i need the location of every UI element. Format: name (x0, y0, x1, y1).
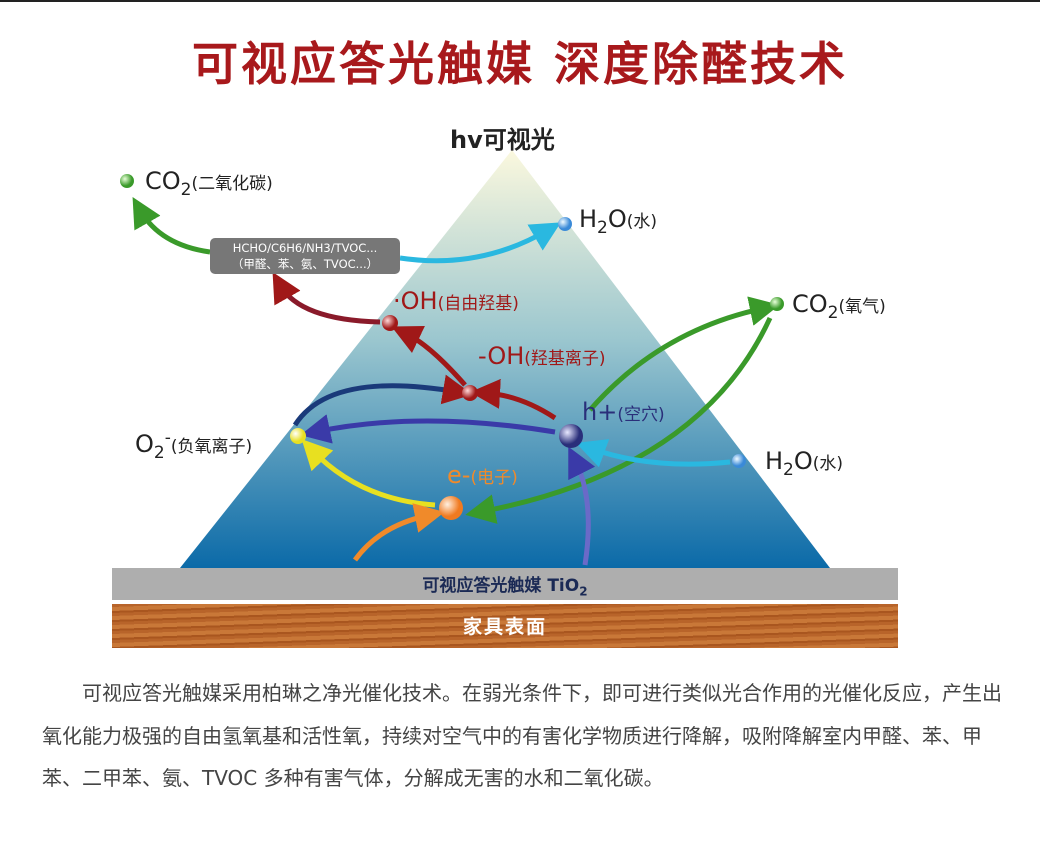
superoxide-ion-icon (290, 428, 306, 444)
co2-molecule-icon (120, 174, 134, 188)
top-divider (0, 0, 1040, 2)
arrow-co2-to-electron (465, 316, 773, 524)
co2-right-molecule-icon (770, 297, 784, 311)
h2o-molecule-icon (558, 217, 572, 231)
catalyst-layer: 可视应答光触媒 TiO2 (112, 568, 898, 600)
superoxide-label: O2-(负氧离子) (135, 428, 253, 463)
arrow-hole-to-o2 (300, 414, 556, 444)
apex-label: hv可视光 (450, 126, 555, 154)
arrow-hole-to-co2 (588, 296, 780, 412)
arrow-o2-to-ohion (292, 374, 473, 427)
description-paragraph: 可视应答光触媒采用柏琳之净光催化技术。在弱光条件下，即可进行类似光合作用的光催化… (42, 681, 1002, 790)
hole-label: h+(空穴) (582, 398, 665, 426)
h2o-right-label: H2O(水) (765, 447, 844, 480)
co2-left-label: CO2(二氧化碳) (145, 167, 273, 200)
arrow-oh-to-pollutant (272, 271, 381, 325)
arrow-hole-to-ohion (470, 378, 557, 421)
page-title: 可视应答光触媒 深度除醛技术 (191, 37, 848, 91)
h2o-right-molecule-icon (732, 454, 746, 468)
furniture-surface-layer: 家具表面 (112, 604, 898, 648)
pollutants-box: HCHO/C6H6/NH3/TVOC...（甲醛、苯、氨、TVOC...） (210, 238, 400, 274)
hole-particle-icon (559, 424, 583, 448)
electron-particle-icon (439, 496, 463, 520)
h2o-top-label: H2O(水) (579, 205, 658, 238)
arrow-h2o-to-hole (575, 439, 731, 468)
arrow-to-h2o (399, 222, 561, 264)
hydroxyl-ion-label: -OH(羟基离子) (478, 342, 606, 370)
co2-right-label: CO2(氧气) (792, 290, 886, 323)
arrow-to-co2 (132, 196, 211, 255)
arrow-light-to-electron (352, 503, 445, 562)
hydroxyl-ion-icon (462, 385, 478, 401)
free-hydroxyl-icon (382, 315, 398, 331)
electron-label: e-(电子) (447, 461, 518, 489)
arrow-light-to-hole (568, 446, 596, 566)
free-hydroxyl-label: ·OH(自由羟基) (393, 287, 519, 315)
